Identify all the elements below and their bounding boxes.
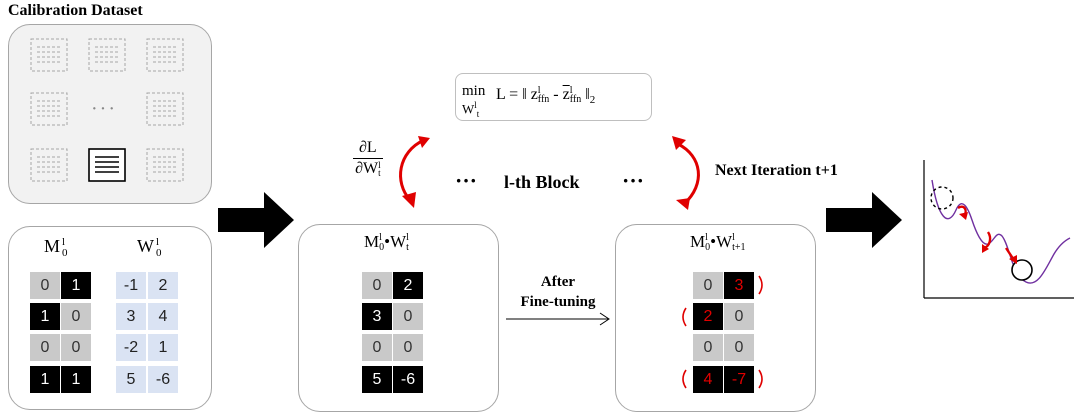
updated-weight-cell: 0 [693, 334, 723, 361]
document-icon [146, 38, 184, 72]
flow-arrow [826, 192, 902, 248]
mask-cell: 1 [61, 272, 91, 299]
masked-weight-cell: 0 [393, 334, 423, 361]
block-dots-right: ··· [622, 168, 645, 193]
loss-min: min Wlt [462, 83, 486, 119]
block-label: l-th Block [504, 172, 580, 192]
masked-weight-cell: -6 [393, 366, 423, 393]
mask-cell: 0 [61, 303, 91, 330]
mask-cell: 0 [61, 334, 91, 361]
forward-arrow [672, 136, 700, 210]
flow-arrow [218, 192, 294, 248]
updated-weight-cell: 3 [724, 272, 754, 299]
weight-cell: 1 [148, 334, 178, 361]
weight-cell: 4 [148, 303, 178, 330]
weight-cell: 5 [116, 366, 146, 393]
updated-weight-cell: 2 [693, 303, 723, 330]
updated-weight-cell: 0 [724, 334, 754, 361]
masked-weight-cell: 0 [393, 303, 423, 330]
loss-box [455, 73, 652, 121]
mask-cell: 1 [30, 303, 60, 330]
mask-cell: 1 [30, 366, 60, 393]
loss-landscape [923, 160, 1074, 299]
finetune-arrow [506, 312, 610, 326]
masked-weight-cell: 3 [362, 303, 392, 330]
next-iteration-label: Next Iteration t+1 [715, 162, 838, 179]
weight-cell: -2 [116, 334, 146, 361]
masked-weight-cell: 5 [362, 366, 392, 393]
document-icon [30, 92, 68, 126]
weight-cell: 3 [116, 303, 146, 330]
weight-cell: -1 [116, 272, 146, 299]
weight-cell: 2 [148, 272, 178, 299]
document-icon [146, 92, 184, 126]
dataset-title: Calibration Dataset [8, 2, 143, 19]
mask-cell: 1 [61, 366, 91, 393]
updated-weight-cell: 0 [693, 272, 723, 299]
masked-weight-cell: 0 [362, 272, 392, 299]
backward-arrow [399, 136, 430, 208]
dataset-ellipsis: ··· [91, 98, 117, 120]
block-dots-left: ··· [455, 168, 478, 193]
mask-cell: 0 [30, 334, 60, 361]
change-marks [682, 275, 763, 389]
document-icon [88, 38, 126, 72]
updated-weight-cell: -7 [724, 366, 754, 393]
mask-cell: 0 [30, 272, 60, 299]
finetune-label: After Fine-tuning [520, 274, 596, 310]
selected-document-icon [88, 148, 126, 182]
updated-weight-cell: 0 [724, 303, 754, 330]
masked-weight-cell: 2 [393, 272, 423, 299]
weight-cell: -6 [148, 366, 178, 393]
document-icon [146, 148, 184, 182]
document-icon [30, 148, 68, 182]
document-icon [30, 38, 68, 72]
masked-weight-cell: 0 [362, 334, 392, 361]
updated-weight-cell: 4 [693, 366, 723, 393]
